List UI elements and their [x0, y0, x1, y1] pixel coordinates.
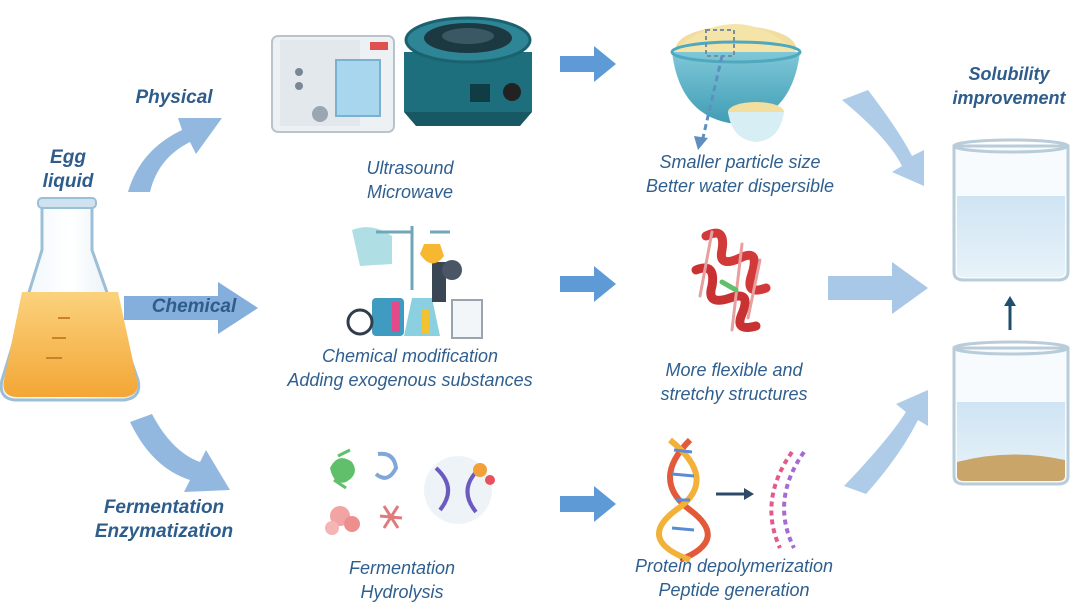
chemical-route-arrow	[124, 282, 258, 334]
physical-flow-arrow	[560, 46, 616, 82]
sediment-beaker-icon	[952, 340, 1070, 486]
physical-methods-label: Ultrasound Microwave	[366, 158, 454, 202]
source-label: Egg liquid	[42, 147, 94, 192]
chemical-effect-label: More flexible and stretchy structures	[660, 360, 808, 404]
clear-solution-beaker-icon	[952, 138, 1070, 282]
microwave-oven-icon	[271, 35, 395, 133]
microbes-enzymes-icon	[325, 448, 495, 535]
physical-effect-label: Smaller particle size Better water dispe…	[645, 152, 835, 196]
ultrasound-bath-icon	[404, 16, 532, 126]
to-solubility-arrow-bottom	[844, 390, 928, 494]
chemical-methods-label: Chemical modification Adding exogenous s…	[287, 346, 533, 390]
lab-equipment-icon	[346, 226, 483, 339]
physical-route-arrow	[128, 118, 222, 192]
protein-depolymerization-icon	[656, 437, 806, 563]
solubility-up-arrow	[1004, 296, 1016, 330]
fermentation-flow-arrow	[560, 486, 616, 522]
fermentation-methods-label: Fermentation Hydrolysis	[348, 558, 456, 602]
physical-route-label: Physical	[135, 87, 213, 108]
fermentation-route-arrow	[130, 414, 230, 492]
outcome-label: Solubility improvement	[952, 64, 1066, 108]
to-solubility-arrow-top	[842, 90, 924, 186]
fermentation-route-label: Fermentation Enzymatization	[94, 497, 234, 542]
chemical-flow-arrow	[560, 266, 616, 302]
protein-helix-icon	[691, 228, 771, 332]
chemical-route-label: Chemical	[151, 296, 237, 317]
fermentation-effect-label: Protein depolymerization Peptide generat…	[634, 556, 834, 600]
powder-bowl-icon	[670, 24, 802, 150]
to-solubility-arrow-middle	[828, 262, 928, 314]
egg-liquid-flask-icon	[0, 197, 141, 402]
